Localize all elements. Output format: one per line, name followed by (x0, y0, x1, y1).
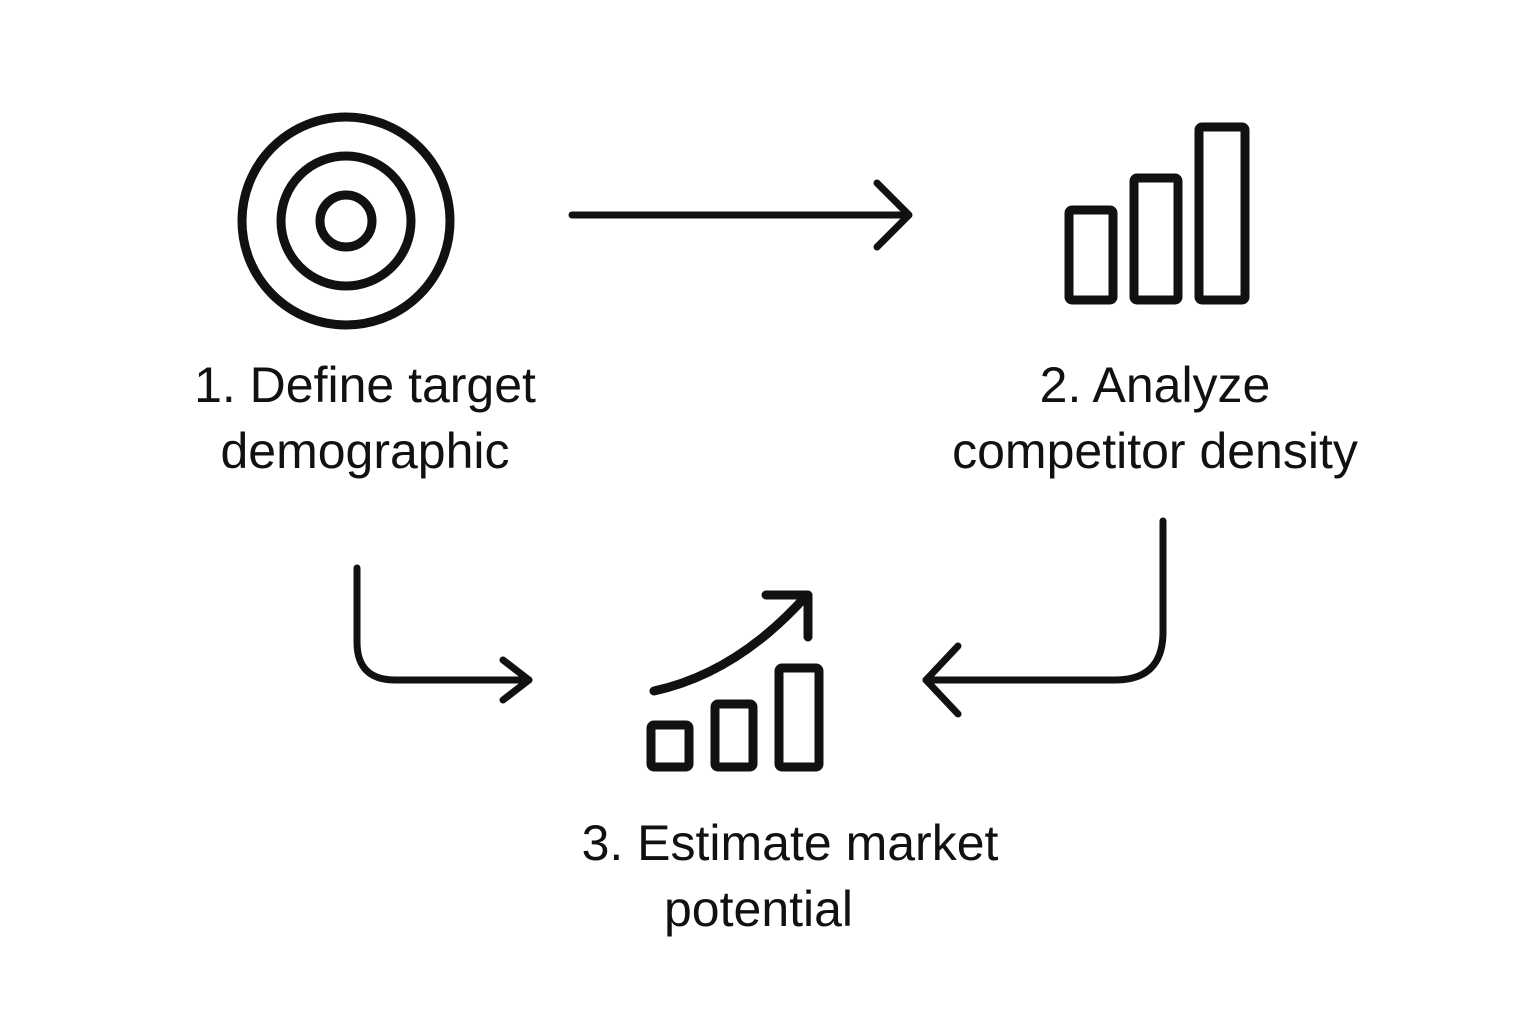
step-1-label-line-1: 1. Define target (194, 357, 536, 413)
step-1-label: 1. Define target demographic (160, 352, 570, 484)
target-icon (237, 112, 455, 330)
step-3-label-line-2: potential (664, 881, 854, 937)
arrow-down-left-icon (922, 517, 1167, 718)
bar-chart-icon (1064, 122, 1250, 305)
arrow-down-right-icon (353, 564, 533, 704)
arrow-right-icon (568, 179, 913, 251)
growth-chart-icon (646, 590, 824, 772)
step-3-label-line-1: 3. Estimate market (581, 815, 999, 871)
step-1-label-line-2: demographic (220, 423, 510, 479)
step-2-label-line-2: competitor density (952, 423, 1358, 479)
step-3-label: 3. Estimate market potential (540, 810, 1040, 942)
step-2-label-line-1: 2. Analyze (1039, 357, 1271, 413)
step-2-label: 2. Analyze competitor density (905, 352, 1405, 484)
